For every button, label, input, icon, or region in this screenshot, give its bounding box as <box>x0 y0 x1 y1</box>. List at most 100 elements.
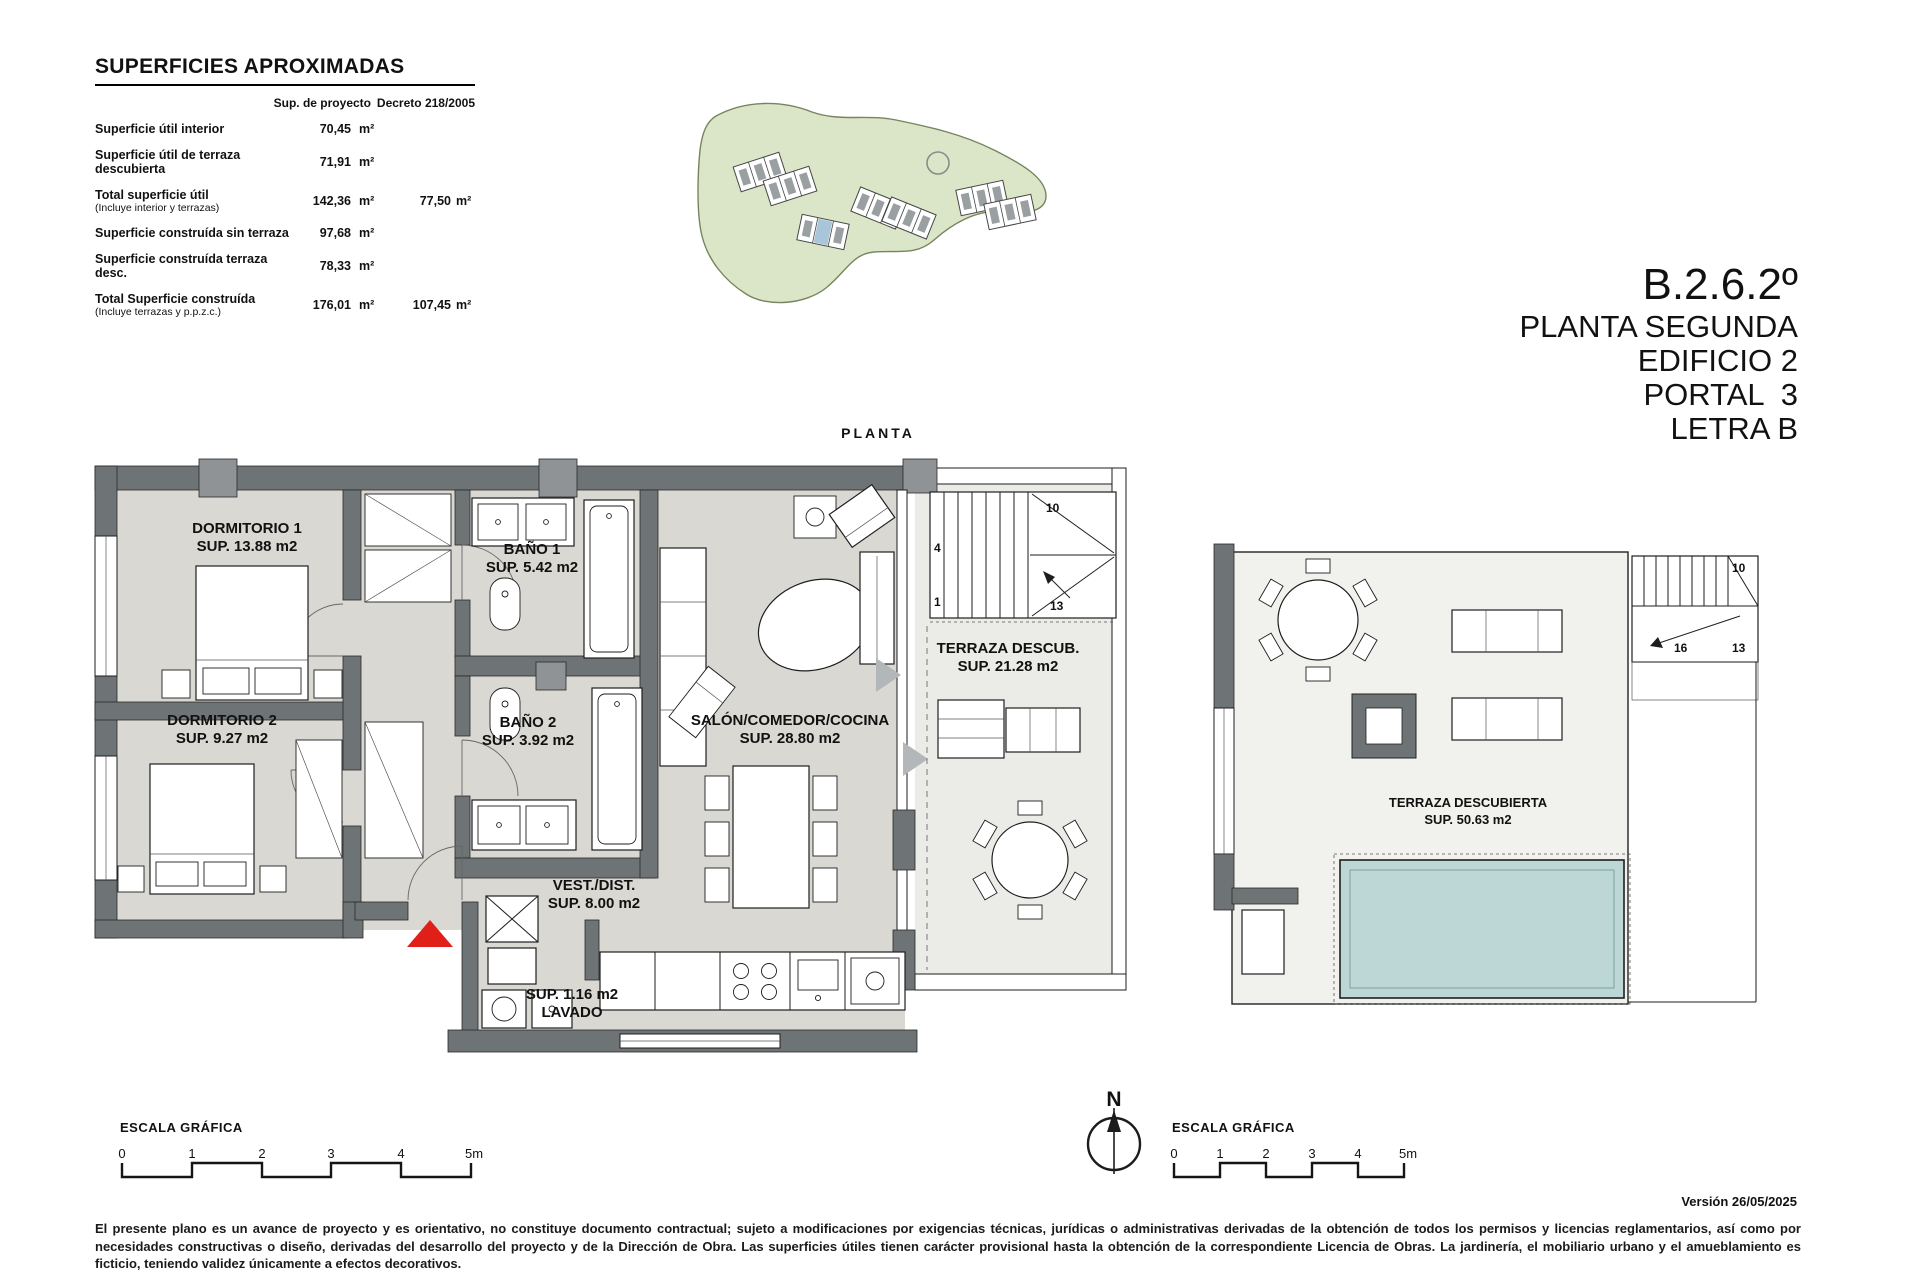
entry-marker <box>407 920 453 947</box>
stair-number: 4 <box>934 541 941 555</box>
nightstand <box>161 669 191 699</box>
row-value-decreto: 107,45 <box>412 298 451 312</box>
site-building <box>881 196 937 240</box>
table-row: Total Superficie construída(Incluye terr… <box>95 292 475 318</box>
stairs-terrace: 10 16 13 <box>1631 555 1759 663</box>
column-header-proyecto: Sup. de proyecto <box>273 96 371 110</box>
row-value-decreto: 77,50 <box>419 194 451 208</box>
row-unit: m² <box>359 298 375 312</box>
room-label-bano-2: BAÑO 2 SUP. 3.92 m2 <box>482 714 574 750</box>
lamp <box>805 507 825 527</box>
scale-tick: 2 <box>1262 1146 1269 1161</box>
wardrobe <box>364 493 452 603</box>
apartment-floor-plan: 10 4 1 13 <box>94 458 1127 1053</box>
wardrobe <box>295 739 343 859</box>
room-label-salon: SALÓN/COMEDOR/COCINA SUP. 28.80 m2 <box>691 712 889 748</box>
room-label-bano-1: BAÑO 1 SUP. 5.42 m2 <box>486 541 578 577</box>
stairs-main: 10 4 1 13 <box>929 491 1117 619</box>
areas-table-title: SUPERFICIES APROXIMADAS <box>95 55 475 86</box>
sun-lounger <box>1451 697 1563 741</box>
room-name: BAÑO 1 <box>503 541 561 558</box>
scale-label-left: ESCALA GRÁFICA <box>120 1120 243 1135</box>
site-building <box>732 151 788 193</box>
building-name: EDIFICIO 2 <box>1637 343 1798 378</box>
toilet <box>489 577 521 631</box>
armchair <box>828 483 896 549</box>
scale-tick: 5m <box>465 1146 483 1161</box>
row-unit: m² <box>359 194 375 208</box>
north-label: N <box>1106 1088 1121 1111</box>
stair-number: 13 <box>1050 599 1064 613</box>
stair-number: 10 <box>1046 501 1060 515</box>
floor-name: PLANTA SEGUNDA <box>1519 309 1798 344</box>
row-label: Total Superficie construída(Incluye terr… <box>95 292 295 318</box>
scale-tick: 4 <box>1354 1146 1361 1161</box>
room-label-terraza-descubierta: TERRAZA DESCUBIERTA SUP. 50.63 m2 <box>1389 794 1547 828</box>
row-value-proyecto: 176,01 <box>312 298 351 312</box>
letter-name: LETRA B <box>1670 411 1799 446</box>
scale-bar-right: 0 1 2 3 4 5m <box>1170 1146 1417 1179</box>
sun-lounger <box>1451 609 1563 653</box>
room-area: SUP. 5.42 m2 <box>485 559 579 576</box>
row-value-proyecto: 142,36 <box>312 194 351 208</box>
wardrobe <box>364 721 424 859</box>
row-unit: m² <box>456 298 472 312</box>
room-name: DORMITORIO 2 <box>167 712 277 729</box>
bathroom1-sinks <box>471 497 575 547</box>
row-unit: m² <box>359 259 375 273</box>
room-name: SALÓN/COMEDOR/COCINA <box>690 712 890 729</box>
row-label: Superficie construída sin terraza <box>95 226 289 240</box>
room-name: DORMITORIO 1 <box>192 520 302 537</box>
disclaimer-text: El presente plano es un avance de proyec… <box>95 1221 1801 1272</box>
site-building <box>762 165 818 207</box>
row-label: Superficie construída terraza desc. <box>95 252 268 280</box>
hall-cabinet <box>487 947 537 985</box>
row-unit: m² <box>359 155 375 169</box>
scale-tick: 0 <box>118 1146 125 1161</box>
view-arrow <box>876 658 901 692</box>
terrace-table-and-chairs <box>972 800 1088 920</box>
room-name: LAVADO <box>541 1004 603 1021</box>
view-arrow <box>903 742 928 776</box>
bathtub <box>591 687 643 851</box>
site-plan <box>697 102 1047 304</box>
site-plan-label: PLANTA <box>841 425 915 441</box>
version-label: Versión 26/05/2025 <box>1681 1194 1797 1209</box>
portal-name: PORTAL 3 <box>1643 377 1799 412</box>
scale-label-right: ESCALA GRÁFICA <box>1172 1120 1295 1135</box>
nightstand <box>313 669 343 699</box>
areas-table: SUPERFICIES APROXIMADAS Sup. de proyecto… <box>95 55 475 318</box>
room-area: SUP. 8.00 m2 <box>547 895 641 912</box>
scale-tick: 1 <box>1216 1146 1223 1161</box>
row-label: Superficie útil de terraza descubierta <box>95 148 241 176</box>
row-note: (Incluye interior y terrazas) <box>95 202 220 214</box>
row-note: (Incluye terrazas y p.p.z.c.) <box>95 306 222 318</box>
stair-number: 10 <box>1732 561 1746 575</box>
table-row: Superficie útil interior 70,45 m² <box>95 122 475 136</box>
pool <box>1339 859 1625 999</box>
nightstand <box>117 865 145 893</box>
site-building-highlighted <box>796 213 850 251</box>
scale-tick: 0 <box>1170 1146 1177 1161</box>
column-header-decreto: Decreto 218/2005 <box>376 96 475 110</box>
room-area: SUP. 21.28 m2 <box>957 658 1059 675</box>
room-name: TERRAZA DESCUBIERTA <box>1388 795 1548 810</box>
scale-tick: 1 <box>188 1146 195 1161</box>
shaft <box>485 895 539 943</box>
planter <box>1351 693 1417 759</box>
sun-lounger <box>937 699 1081 759</box>
unit-code: B.2.6.2º <box>1642 260 1798 309</box>
room-area: SUP. 50.63 m2 <box>1424 812 1512 827</box>
title-block: B.2.6.2º PLANTA SEGUNDA EDIFICIO 2 PORTA… <box>1519 260 1798 446</box>
nightstand <box>259 865 287 893</box>
room-label-terraza: TERRAZA DESCUB. SUP. 21.28 m2 <box>937 640 1080 676</box>
row-unit: m² <box>359 122 375 136</box>
north-compass: N <box>1086 1088 1142 1174</box>
table-row: Superficie construída terraza desc. 78,3… <box>95 252 475 280</box>
row-value-proyecto: 97,68 <box>319 226 351 240</box>
scale-tick: 4 <box>397 1146 404 1161</box>
scale-bar-left: 0 1 2 3 4 5m <box>118 1146 483 1179</box>
scale-tick: 2 <box>258 1146 265 1161</box>
room-label-dormitorio-1: DORMITORIO 1 SUP. 13.88 m2 <box>192 520 302 556</box>
stair-number: 13 <box>1732 641 1746 655</box>
